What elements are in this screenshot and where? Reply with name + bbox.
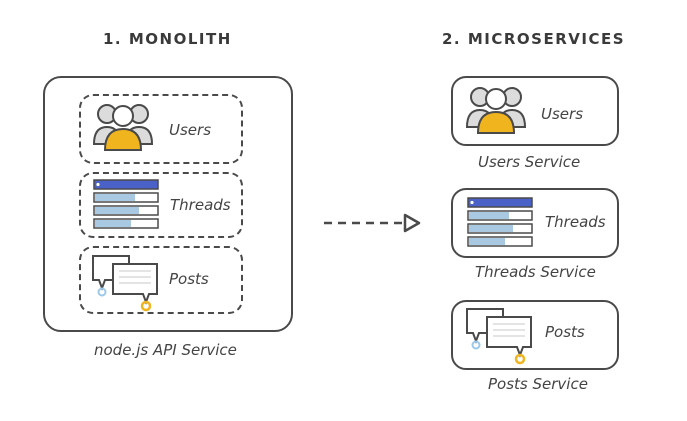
monolith-users-component: [79, 94, 243, 164]
microservices-heading: 2. MICROSERVICES: [442, 30, 626, 48]
posts-service-label: Posts: [545, 323, 585, 341]
monolith-caption: node.js API Service: [94, 341, 237, 359]
monolith-heading: 1. MONOLITH: [103, 30, 232, 48]
monolith-users-label: Users: [169, 121, 212, 139]
monolith-posts-component: [79, 246, 243, 314]
dashed-arrow-icon: [324, 213, 421, 233]
threads-icon: [93, 179, 159, 229]
monolith-threads-component: [79, 172, 243, 238]
threads-service-caption: Threads Service: [475, 263, 596, 281]
monolith-posts-label: Posts: [169, 270, 209, 288]
posts-icon: [92, 255, 158, 312]
threads-service-label: Threads: [545, 213, 606, 231]
users-icon: [92, 104, 154, 151]
users-icon: [465, 87, 527, 134]
monolith-container: [43, 76, 293, 332]
monolith-threads-label: Threads: [170, 196, 231, 214]
threads-icon: [467, 197, 533, 247]
posts-service-caption: Posts Service: [488, 375, 588, 393]
posts-icon: [466, 308, 532, 365]
users-service-caption: Users Service: [478, 153, 581, 171]
users-service-label: Users: [541, 105, 584, 123]
